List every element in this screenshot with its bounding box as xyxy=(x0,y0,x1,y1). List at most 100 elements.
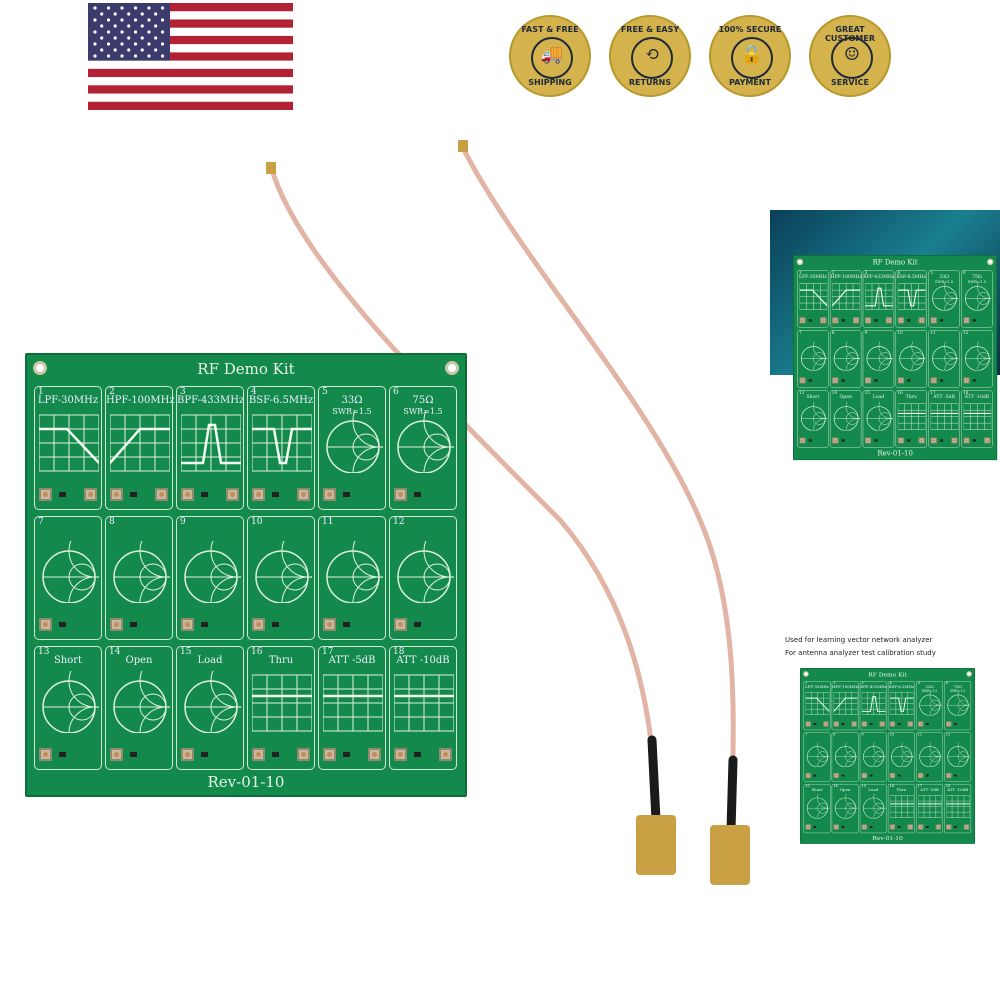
ufl-connector xyxy=(935,824,941,830)
demo-cell-5: 5 33Ω SWR=1.5 xyxy=(928,270,960,328)
smith-graph-icon xyxy=(833,341,860,371)
cable-left xyxy=(269,167,658,793)
smd-component xyxy=(272,622,279,627)
cell-label: BSF-6.5MHz xyxy=(248,395,314,406)
cell-number: 2 xyxy=(109,387,115,397)
cell-sublabel: SWR=1.5 xyxy=(921,689,938,693)
badge-truck: FAST & FREE🚚SHIPPING xyxy=(509,15,591,97)
cell-number: 8 xyxy=(833,732,836,737)
smd-component xyxy=(414,622,421,627)
ufl-connector xyxy=(799,377,806,384)
cell-label: Load xyxy=(868,787,879,792)
ufl-connector xyxy=(907,824,913,830)
ufl-connector xyxy=(110,618,123,631)
board-title: RF Demo Kit xyxy=(197,360,295,378)
demo-cell-2: 2 HPF-100MHz xyxy=(831,681,859,731)
ufl-connector xyxy=(930,377,937,384)
cell-label: LPF-30MHz xyxy=(805,684,829,689)
cell-number: 1 xyxy=(38,387,44,397)
ufl-connector xyxy=(963,317,970,324)
ufl-connector xyxy=(155,488,168,501)
smith-graph-icon xyxy=(866,341,893,371)
smd-component xyxy=(907,379,911,382)
badge-bottom-text: SHIPPING xyxy=(528,78,572,87)
badge-bottom-text: SERVICE xyxy=(831,78,869,87)
smd-component xyxy=(59,752,66,757)
smd-component xyxy=(343,622,350,627)
cell-number: 1 xyxy=(805,681,808,686)
smith-graph-icon xyxy=(326,411,383,473)
bsf-graph-icon xyxy=(889,692,914,715)
cell-number: 4 xyxy=(897,270,901,276)
cell-number: 7 xyxy=(805,732,808,737)
smd-component xyxy=(201,752,208,757)
ufl-connector xyxy=(805,772,811,779)
ufl-connector xyxy=(252,748,265,761)
ufl-connector xyxy=(323,488,336,501)
cell-number: 5 xyxy=(322,387,328,397)
ufl-connector xyxy=(918,317,925,324)
demo-cell-6: 6 75Ω SWR=1.5 xyxy=(944,681,972,731)
demo-cell-2: 2 HPF-100MHz xyxy=(105,386,175,510)
cell-number: 15 xyxy=(180,647,192,657)
flat-graph-icon xyxy=(946,795,970,818)
demo-cell-12: 12 xyxy=(389,516,457,640)
mounting-hole xyxy=(803,671,809,677)
ufl-connector xyxy=(951,437,958,444)
cell-label: Thru xyxy=(905,394,917,400)
demo-cell-6: 6 75Ω SWR=1.5 xyxy=(389,386,457,510)
smd-component xyxy=(343,492,350,497)
cell-number: 4 xyxy=(251,387,257,397)
cell-label: 75Ω xyxy=(953,684,962,689)
cell-sublabel: SWR=1.5 xyxy=(967,279,986,285)
smd-component xyxy=(925,826,929,828)
demo-cell-5: 5 33Ω SWR=1.5 xyxy=(916,681,943,731)
ufl-connector xyxy=(963,377,970,384)
smith-graph-icon xyxy=(863,793,886,819)
ufl-connector xyxy=(963,437,970,444)
cell-number: 3 xyxy=(864,270,868,276)
smith-graph-icon xyxy=(397,541,454,603)
smd-component xyxy=(972,379,976,382)
smd-component xyxy=(939,379,944,382)
cell-label: Load xyxy=(197,655,223,666)
demo-cell-17: 17 ATT -5dB xyxy=(916,784,943,834)
demo-cell-11: 11 xyxy=(928,330,960,388)
smith-graph-icon xyxy=(113,671,170,733)
demo-cell-12: 12 xyxy=(961,330,993,388)
smd-component xyxy=(939,319,944,322)
mounting-hole xyxy=(796,258,804,266)
truck-icon: 🚚 xyxy=(540,44,564,65)
ufl-connector xyxy=(984,437,991,444)
ufl-connector xyxy=(39,748,52,761)
demo-cell-7: 7 xyxy=(803,732,831,782)
demo-cell-3: 3 BPF-433MHz xyxy=(862,270,894,328)
ufl-connector xyxy=(865,437,872,444)
ufl-connector xyxy=(861,721,867,727)
flat-graph-icon xyxy=(889,795,914,818)
smith-graph-icon xyxy=(184,541,241,603)
ufl-connector xyxy=(394,618,407,631)
bpf-graph-icon xyxy=(861,692,886,715)
mounting-hole xyxy=(987,258,994,266)
ufl-connector xyxy=(897,377,904,384)
cell-label: BSF-6.5MHz xyxy=(888,684,915,689)
ufl-connector xyxy=(820,317,827,324)
demo-cell-1: 1 LPF-30MHz xyxy=(803,681,831,731)
cell-label: Open xyxy=(839,394,852,400)
ufl-connector xyxy=(907,721,913,727)
cell-number: 16 xyxy=(889,784,895,789)
smd-component xyxy=(897,774,901,777)
cell-label: HPF-100MHz xyxy=(106,395,175,406)
smd-component xyxy=(897,826,901,828)
smd-component xyxy=(130,622,137,627)
demo-cell-13: 13 Short xyxy=(797,390,829,448)
smd-component xyxy=(808,439,812,442)
cell-number: 1 xyxy=(799,270,802,276)
cell-number: 16 xyxy=(251,647,263,657)
flat-graph-icon xyxy=(918,795,942,818)
demo-cell-3: 3 BPF-433MHz xyxy=(176,386,244,510)
hpf-graph-icon xyxy=(832,283,860,310)
cell-number: 14 xyxy=(833,784,838,789)
board-title: RF Demo Kit xyxy=(868,670,907,678)
